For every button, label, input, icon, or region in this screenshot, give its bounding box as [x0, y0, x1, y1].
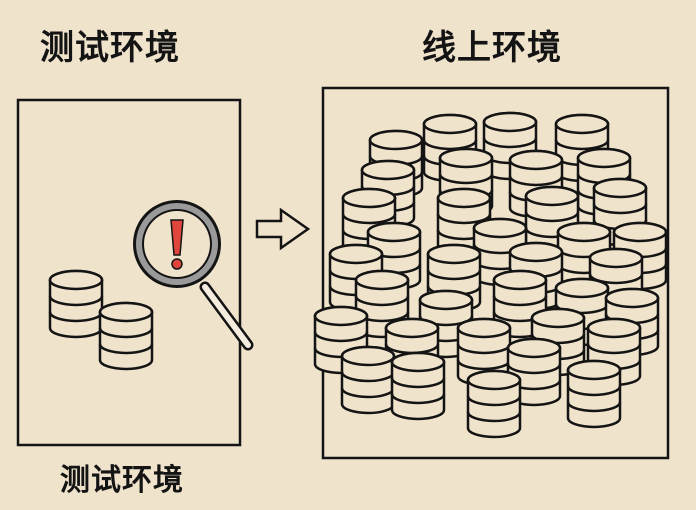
database-cluster [313, 111, 668, 439]
magnifying-glass-icon [133, 200, 254, 351]
prod-env-panel [321, 86, 670, 460]
database-icon [48, 269, 104, 339]
test-env-panel [16, 98, 242, 447]
database-icon [98, 301, 154, 371]
prod-env-title: 线上环境 [422, 28, 562, 68]
exclamation-icon [170, 219, 184, 270]
test-env-caption: 测试环境 [60, 463, 184, 498]
test-env-title: 测试环境 [40, 28, 180, 68]
arrow-right-icon [255, 207, 311, 251]
